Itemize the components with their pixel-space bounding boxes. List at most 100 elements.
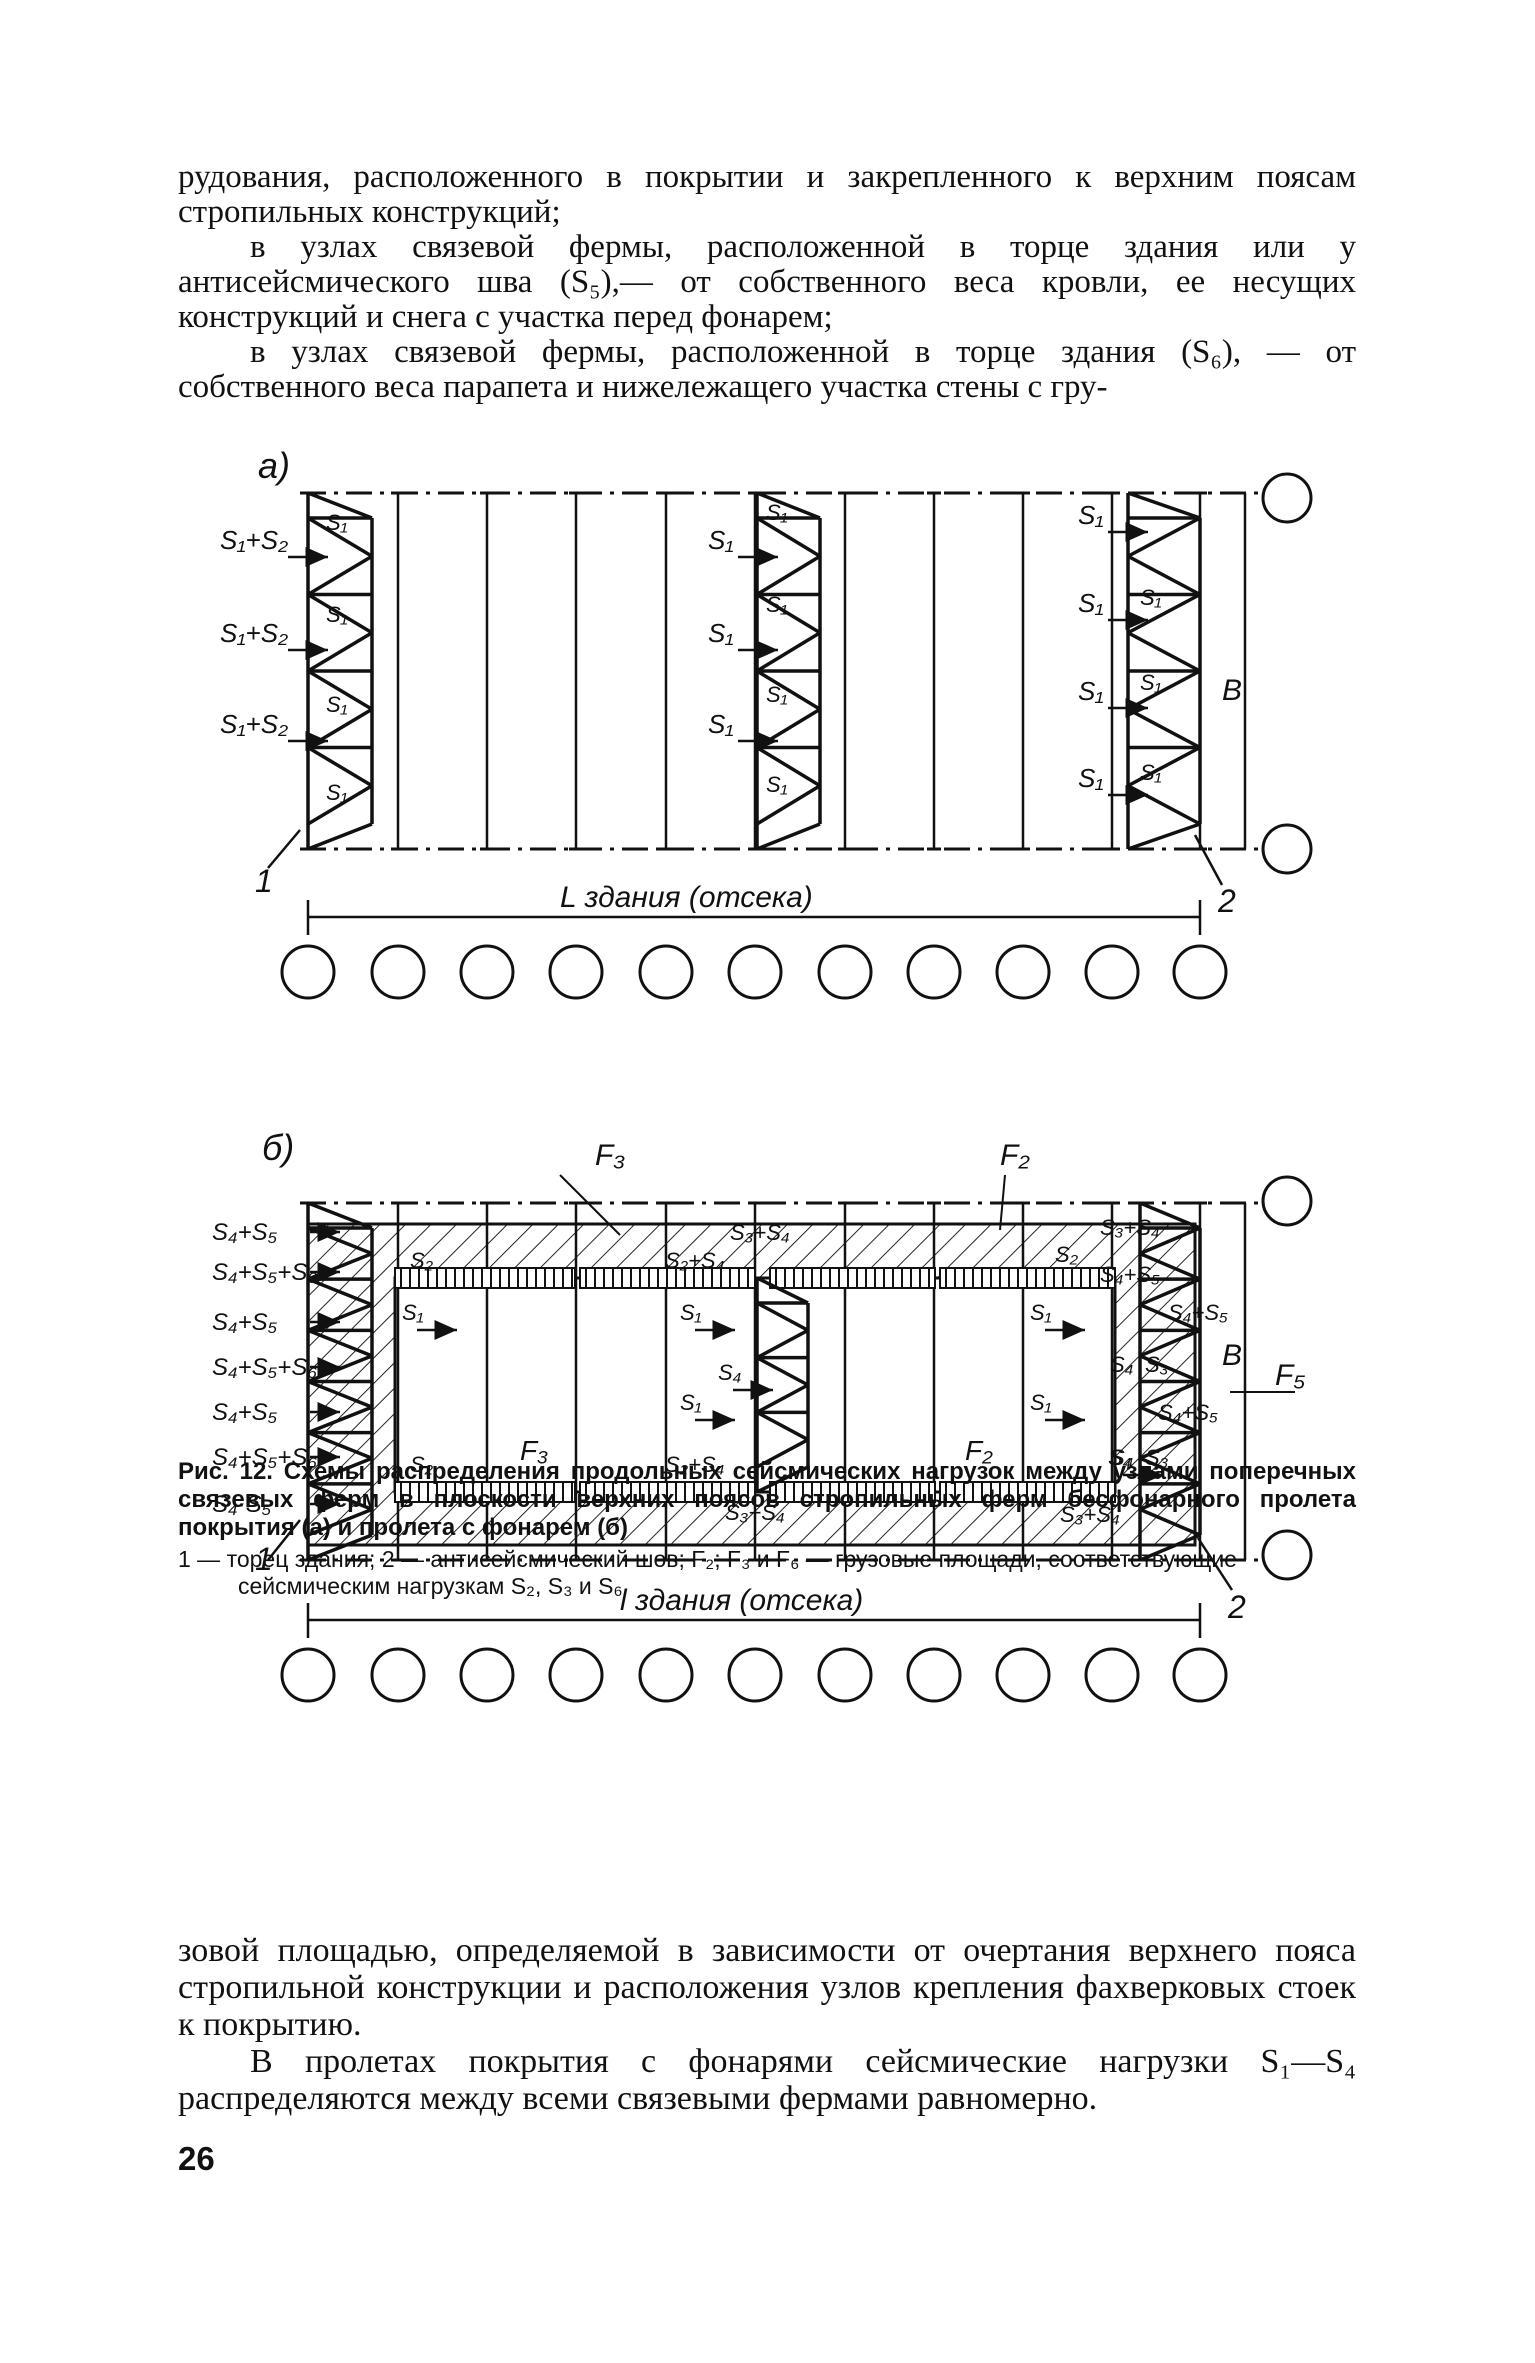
load-label: S₂	[1055, 1242, 1079, 1267]
load-label: S₁	[1078, 676, 1104, 706]
column-circles	[280, 944, 1228, 1000]
truss-web	[1127, 592, 1201, 635]
paragraph: в узлах связевой фермы, расположенной в …	[178, 229, 1356, 335]
load-label: F₃	[595, 1139, 625, 1172]
column-circle	[817, 1647, 873, 1703]
load-label: S₂	[410, 1248, 434, 1273]
truss-web	[1139, 1226, 1201, 1256]
load-label: S₁	[1078, 588, 1104, 618]
load-label: S₁	[708, 525, 734, 555]
load-label: S₁	[326, 780, 348, 805]
truss-web	[307, 784, 373, 826]
leader	[999, 1174, 1006, 1231]
truss-web	[756, 669, 821, 711]
load-label: S₃+S₄	[725, 1500, 785, 1525]
dimension-label: L здания (отсека)	[560, 881, 813, 914]
load-labels: S₁+S₂S₁+S₂S₁+S₂S₁S₁S₁S₁S₁S₁S₁S₁S₁S₁S₁S₁S…	[220, 500, 1162, 805]
page-number: 26	[178, 2140, 215, 2177]
load-label: S₃	[1145, 1445, 1169, 1470]
truss-web	[756, 554, 821, 596]
truss-web	[1139, 1482, 1201, 1512]
load-label: S₁	[1140, 585, 1162, 610]
load-label: S₃+S₄	[1060, 1502, 1120, 1527]
column-circle	[1084, 944, 1140, 1000]
truss-chord	[1139, 1533, 1201, 1562]
truss-web	[1127, 745, 1201, 788]
truss-chord	[1139, 1201, 1201, 1230]
truss-web	[1127, 707, 1201, 750]
truss-web	[1139, 1405, 1201, 1435]
column-circle	[638, 1647, 694, 1703]
truss-chord	[756, 822, 821, 851]
load-label: S₄+S₅+S₆	[212, 1259, 317, 1286]
marker-1: 1	[255, 1541, 273, 1577]
load-label: S₁	[1078, 763, 1104, 793]
load-label: S₄·S₅	[212, 1491, 272, 1518]
rafters	[301, 491, 1207, 851]
truss-web	[756, 1301, 809, 1332]
load-label: S₁	[1078, 500, 1104, 530]
truss-chord	[756, 491, 821, 520]
column-circle	[1172, 1647, 1228, 1703]
truss-web	[307, 1379, 373, 1409]
truss-web	[307, 631, 373, 673]
truss-web	[307, 592, 373, 635]
column-circle	[817, 944, 873, 1000]
load-label: S₃	[1145, 1352, 1169, 1377]
load-label: S₁	[326, 692, 348, 717]
truss-web	[1139, 1456, 1201, 1486]
load-label: S₁	[1140, 670, 1162, 695]
truss-web	[756, 516, 821, 558]
paragraph: В пролетах покрытия с фонарями сейсмичес…	[178, 2043, 1356, 2117]
load-label: S₄+S₅	[212, 1399, 278, 1426]
truss-web	[1139, 1354, 1201, 1384]
purlins	[394, 1267, 1116, 1503]
column-circles	[280, 1647, 1228, 1703]
truss-web	[1139, 1431, 1201, 1460]
load-label: S₄+S₅	[1158, 1400, 1218, 1425]
column-circle	[548, 1647, 604, 1703]
truss-web	[307, 1431, 373, 1460]
truss-chord	[756, 1465, 809, 1494]
load-label: S₄	[1110, 1352, 1134, 1377]
load-label: S₁	[766, 682, 788, 707]
side-circle	[1261, 823, 1313, 875]
load-label: S₁	[766, 772, 788, 797]
column-circle	[995, 944, 1051, 1000]
panel-label-b: б)	[262, 1127, 294, 1168]
load-label: S₁	[708, 709, 734, 739]
load-label: F₃	[520, 1435, 548, 1466]
figure-a: а) L здания (отсека) В 1 2 S₁+S₂S₁+S₂S₁+…	[220, 445, 1313, 1000]
marker-1: 1	[255, 863, 273, 899]
truss-web	[307, 1456, 373, 1486]
truss-web	[1127, 669, 1201, 711]
load-label: S₁+S₂	[220, 618, 288, 648]
load-label: S₁	[680, 1300, 702, 1325]
truss-web	[756, 1328, 809, 1360]
load-label: S₁	[1140, 760, 1162, 785]
load-label: S₁	[708, 618, 734, 648]
truss-web	[1139, 1379, 1201, 1409]
bottom-text: зовой площадью, определяемой в зависимос…	[178, 1932, 1356, 2117]
load-label: S₂+S₄	[665, 1452, 724, 1477]
paragraph: зовой площадью, определяемой в зависимос…	[178, 1932, 1356, 2043]
truss-web	[756, 1356, 809, 1387]
truss-web	[1139, 1328, 1201, 1358]
load-label: F₂	[1000, 1139, 1030, 1172]
load-label: S₁+S₂	[220, 709, 288, 739]
truss-chord	[1127, 491, 1201, 520]
column-circle	[906, 944, 962, 1000]
paragraph: в узлах связевой фермы, расположенной в …	[178, 334, 1356, 405]
purlin	[394, 1267, 576, 1289]
load-label: S₁	[1030, 1390, 1052, 1415]
truss-web	[307, 1277, 373, 1307]
paragraph: рудования, расположенного в покрытии и з…	[178, 159, 1356, 230]
load-label: S₁	[326, 602, 348, 627]
truss-web	[1127, 784, 1201, 826]
column-circle	[370, 944, 426, 1000]
column-circle	[727, 1647, 783, 1703]
load-label: S₁	[766, 500, 788, 525]
truss-web	[307, 1328, 373, 1358]
